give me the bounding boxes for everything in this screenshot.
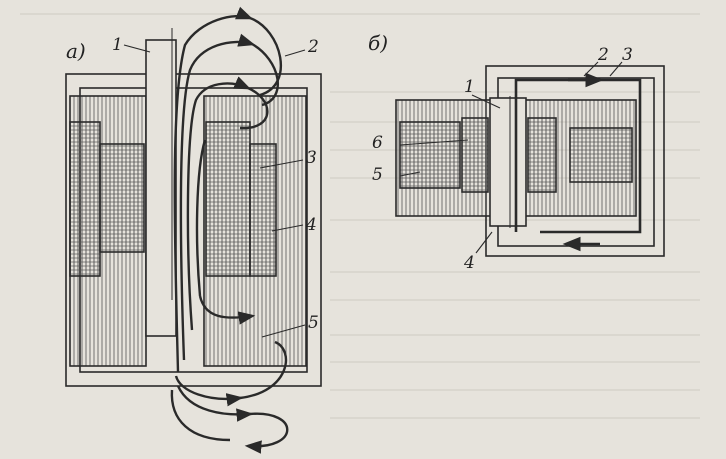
panel-a bbox=[65, 6, 322, 454]
callout-a-4: 4 bbox=[305, 215, 317, 235]
winding-right-a bbox=[203, 95, 307, 367]
callout-a-3: 3 bbox=[306, 148, 317, 168]
panel-b bbox=[395, 61, 665, 257]
callout-b-5: 5 bbox=[372, 165, 383, 185]
flux-path-b bbox=[514, 78, 642, 234]
callout-b-1: 1 bbox=[464, 77, 475, 97]
leaders-b bbox=[399, 61, 623, 254]
panel-a-label: а) bbox=[66, 39, 86, 63]
leaders-a bbox=[123, 44, 306, 338]
callout-a-2: 2 bbox=[307, 37, 319, 57]
callout-b-2: 2 bbox=[597, 45, 609, 65]
winding-left-a bbox=[69, 95, 147, 367]
callout-b-6: 6 bbox=[372, 133, 383, 153]
callout-a-5: 5 bbox=[308, 313, 319, 333]
callout-b-4: 4 bbox=[463, 253, 475, 273]
center-leg-b bbox=[489, 97, 527, 227]
panel-b-label: б) bbox=[368, 31, 388, 55]
center-leg-a bbox=[145, 39, 177, 337]
flux-lines-a bbox=[170, 6, 289, 454]
callout-b-3: 3 bbox=[622, 45, 633, 65]
callout-a-1: 1 bbox=[112, 35, 123, 55]
